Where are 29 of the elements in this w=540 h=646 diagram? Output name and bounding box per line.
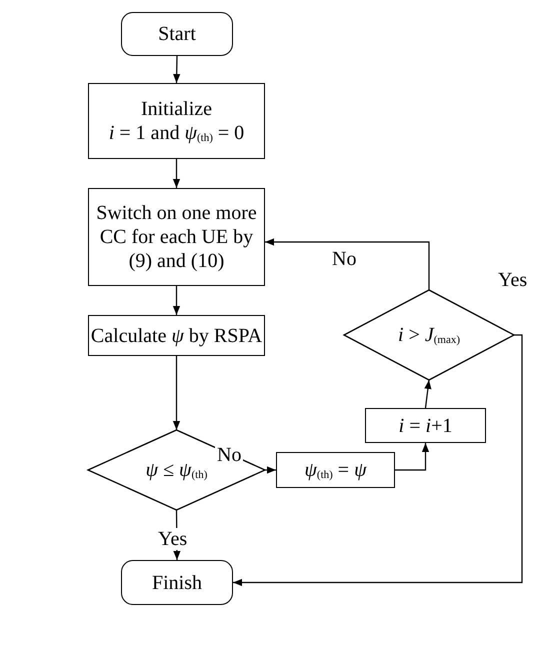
process-box	[88, 188, 265, 286]
arrow	[395, 443, 430, 471]
node-text: i = i+1	[398, 414, 452, 438]
arrow	[233, 334, 523, 586]
arrow	[172, 286, 180, 315]
node-text: ψ ≤ ψ$_{(th)}$	[146, 458, 208, 482]
arrow	[173, 56, 180, 84]
process-box	[88, 83, 265, 159]
decision-diamond	[344, 290, 514, 380]
process-box	[365, 408, 486, 443]
terminal-box	[121, 560, 233, 605]
process-box	[276, 452, 395, 488]
arrow	[424, 380, 432, 408]
node-text: i > J$_{(max)}$	[398, 322, 460, 348]
node-text: ψ$_{(th)}$ = ψ	[304, 458, 366, 482]
node-text: Initialize	[140, 96, 212, 121]
arrow	[172, 356, 180, 430]
node-text: Start	[158, 22, 196, 46]
edge-label: Yes	[156, 528, 190, 550]
node-text: Finish	[152, 570, 202, 594]
node-text: i = 1 and ψ$_{(th)}$ = 0	[108, 120, 244, 146]
process-box	[88, 315, 265, 356]
terminal-box	[121, 12, 233, 56]
arrow	[265, 238, 430, 290]
arrow	[172, 159, 180, 188]
node-text: Calculate ψ by RSPA	[90, 324, 262, 348]
decision-diamond	[88, 430, 265, 510]
node-text: Switch on one more CC for each UE by (9) and (10)	[95, 201, 258, 273]
arrow	[265, 466, 276, 474]
